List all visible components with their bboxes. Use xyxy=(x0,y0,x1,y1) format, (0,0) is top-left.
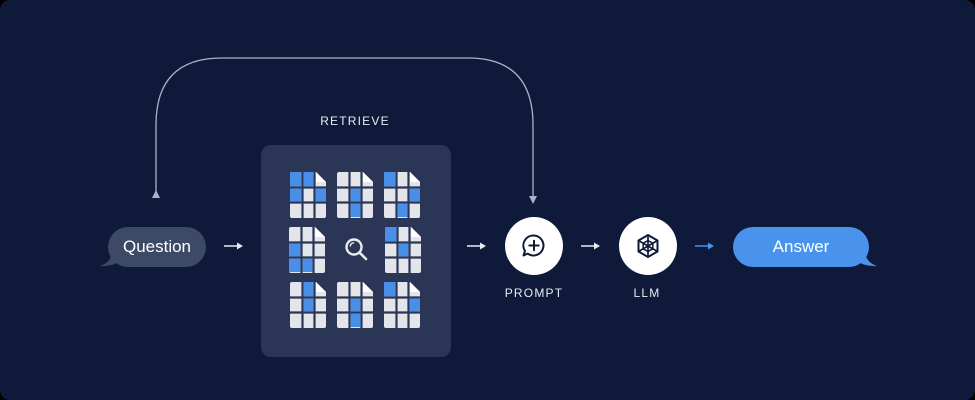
prompt-node xyxy=(505,217,563,275)
question-bubble: Question xyxy=(108,227,206,267)
document-icon xyxy=(336,171,376,219)
document-icon xyxy=(336,281,376,329)
arrow-llm-to-answer xyxy=(695,242,714,250)
arc-down-arrowhead xyxy=(529,196,537,204)
arc-up-arrowhead xyxy=(152,190,160,198)
retrieve-label: RETRIEVE xyxy=(320,114,390,128)
arrow-prompt-to-llm xyxy=(581,242,600,250)
document-icon xyxy=(384,226,424,274)
magnifier-icon xyxy=(345,238,368,261)
question-text: Question xyxy=(122,237,192,256)
document-icon xyxy=(289,171,329,219)
document-icon xyxy=(383,281,423,329)
answer-bubble: Answer xyxy=(733,227,869,267)
document-icon xyxy=(383,171,423,219)
answer-text: Answer xyxy=(772,237,830,256)
arrow-retrieve-to-prompt xyxy=(467,242,486,250)
hexagon-mesh-icon xyxy=(637,234,659,258)
document-icon xyxy=(288,226,328,274)
llm-label: LLM xyxy=(633,286,661,300)
prompt-label: PROMPT xyxy=(504,286,564,300)
document-icon xyxy=(289,281,329,329)
arrow-question-to-retrieve xyxy=(224,242,243,250)
chat-bubble-plus-icon xyxy=(522,234,545,257)
llm-node xyxy=(619,217,677,275)
